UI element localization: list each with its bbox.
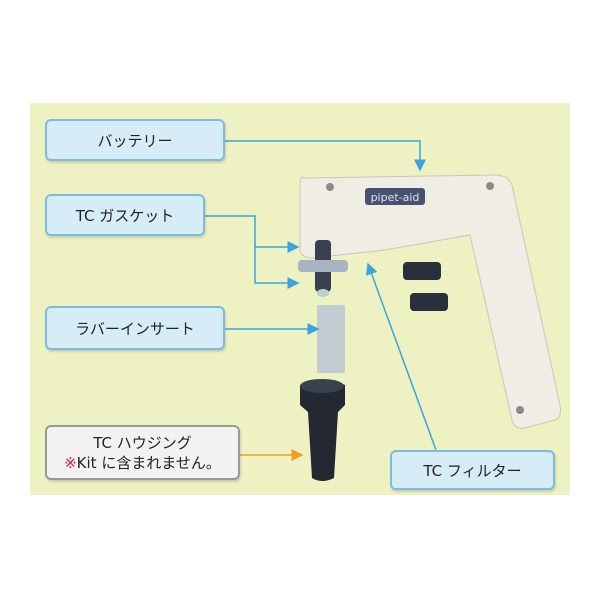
label-filter: TC フィルター [390, 450, 555, 490]
trigger-button-upper [403, 262, 441, 280]
note-mark: ※ [64, 453, 77, 472]
logo-text: pipet-aid [371, 191, 420, 204]
filter-disc [298, 260, 348, 272]
housing-note: ※Kit に含まれません。 [64, 453, 221, 473]
label-text: TC フィルター [423, 461, 522, 480]
logo-plate [365, 188, 425, 205]
label-housing: TC ハウジング ※Kit に含まれません。 [45, 425, 240, 480]
label-text: TC ハウジング [93, 433, 192, 452]
rubber-insert-part [317, 305, 345, 373]
housing-part [300, 380, 345, 481]
label-text: バッテリー [97, 131, 173, 150]
label-battery: バッテリー [45, 119, 225, 161]
label-gasket: TC ガスケット [45, 194, 205, 236]
label-text: TC ガスケット [75, 206, 175, 225]
trigger-button-lower [410, 293, 448, 311]
label-text: ラバーインサート [75, 319, 195, 338]
note-text: Kit に含まれません。 [76, 453, 221, 472]
pipet-aid-body [299, 174, 561, 429]
label-rubber-insert: ラバーインサート [45, 306, 225, 350]
